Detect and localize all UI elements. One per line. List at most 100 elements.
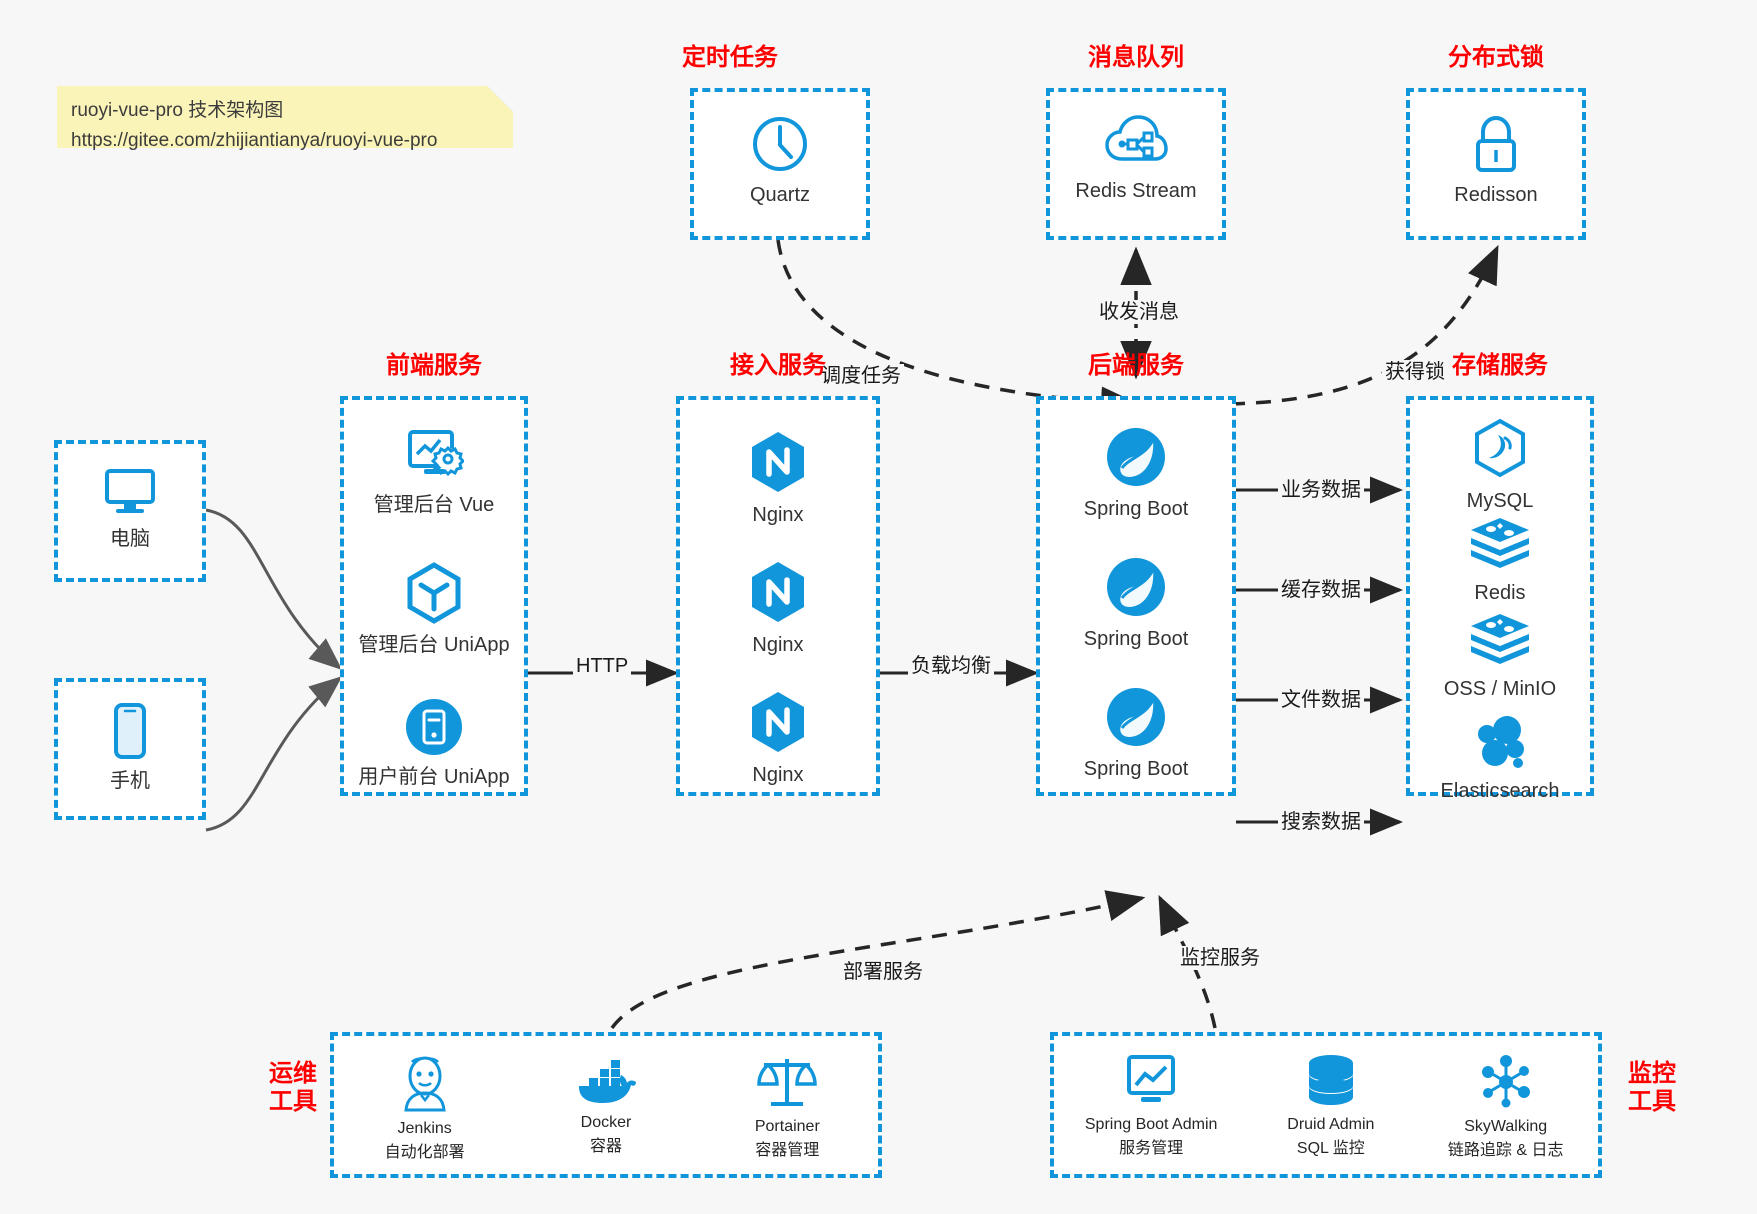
node-label: 管理后台 Vue: [373, 494, 495, 516]
node-label: 管理后台 UniApp: [358, 634, 510, 656]
scales-icon: [757, 1059, 818, 1106]
node-portainer: Portainer 容器管理: [702, 1054, 872, 1162]
node-label: Druid Admin: [1287, 1116, 1375, 1133]
node-admin-vue: 管理后台 Vue: [344, 428, 524, 518]
cloud-stream-icon: [1105, 115, 1168, 161]
group-box-devops: Jenkins 自动化部署 Docker 容器: [330, 1032, 882, 1178]
node-docker: Docker 容器: [521, 1054, 691, 1162]
group-box-lock: Redisson: [1406, 88, 1586, 240]
node-quartz: Quartz: [694, 114, 866, 208]
nginx-icon: [752, 692, 804, 752]
group-box-monitoring: Spring Boot Admin 服务管理 Druid Admin SQL 监…: [1050, 1032, 1602, 1178]
node-label: Redisson: [1454, 184, 1538, 206]
node-sublabel: 容器管理: [755, 1142, 820, 1159]
edge-label-business-data: 业务数据: [1278, 478, 1364, 502]
group-box-frontend: 管理后台 Vue 管理后台 UniApp 用户前台 UniApp: [340, 396, 528, 796]
edge-label-file-data: 文件数据: [1278, 688, 1364, 712]
node-desktop: 电脑: [58, 466, 202, 552]
group-box-scheduler: Quartz: [690, 88, 870, 240]
node-label: Spring Boot: [1083, 628, 1189, 650]
node-sublabel: 自动化部署: [384, 1144, 465, 1161]
node-label: Portainer: [754, 1118, 820, 1135]
node-nginx-1: Nginx: [680, 430, 876, 528]
node-label: Docker: [580, 1114, 632, 1131]
group-title-scheduler: 定时任务: [682, 44, 778, 71]
node-druid-admin: Druid Admin SQL 监控: [1248, 1054, 1413, 1160]
app-icon: [406, 699, 462, 755]
node-label: Elasticsearch: [1440, 780, 1560, 802]
node-nginx-3: Nginx: [680, 690, 876, 788]
edge-label-schedule: 调度任务: [818, 364, 904, 388]
node-label: SkyWalking: [1464, 1118, 1548, 1135]
node-label: MySQL: [1466, 490, 1534, 512]
node-redis-stream: Redis Stream: [1050, 114, 1222, 204]
node-user-uniapp: 用户前台 UniApp: [344, 698, 524, 790]
group-title-monitoring: 监控 工具: [1614, 1060, 1690, 1116]
group-box-backend: Spring Boot Spring Boot Spring Boot: [1036, 396, 1236, 796]
padlock-icon: [1476, 115, 1516, 172]
note-line-1: ruoyi-vue-pro 技术架构图: [71, 100, 284, 121]
group-title-mq: 消息队列: [1088, 44, 1184, 71]
node-skywalking: SkyWalking 链路追踪 & 日志: [1413, 1054, 1598, 1160]
node-spring-boot-admin: Spring Boot Admin 服务管理: [1054, 1054, 1248, 1160]
group-title-devops: 运维 工具: [255, 1060, 331, 1116]
group-title-backend: 后端服务: [1088, 352, 1184, 379]
node-mysql: MySQL: [1410, 418, 1590, 514]
node-jenkins: Jenkins 自动化部署: [340, 1054, 510, 1162]
node-admin-uniapp: 管理后台 UniApp: [344, 562, 524, 658]
node-elasticsearch: Elasticsearch: [1410, 712, 1590, 804]
node-sublabel: SQL 监控: [1296, 1140, 1365, 1157]
group-title-devops-line1: 运维: [269, 1060, 317, 1087]
node-label: Spring Boot: [1083, 758, 1189, 780]
oss-icon: [1471, 614, 1529, 664]
node-nginx-2: Nginx: [680, 560, 876, 658]
node-label: Nginx: [752, 504, 804, 526]
node-oss-minio: OSS / MinIO: [1410, 612, 1590, 702]
note-line-2: https://gitee.com/zhijiantianya/ruoyi-vu…: [71, 130, 438, 151]
redis-icon: [1471, 518, 1529, 568]
node-label: Jenkins: [397, 1120, 452, 1137]
node-sublabel: 服务管理: [1119, 1140, 1184, 1157]
group-title-lock: 分布式锁: [1448, 44, 1544, 71]
node-redis: Redis: [1410, 516, 1590, 606]
spring-icon: [1107, 688, 1165, 746]
node-label: OSS / MinIO: [1443, 678, 1557, 700]
node-label: Spring Boot: [1083, 498, 1189, 520]
edge-label-deploy: 部署服务: [840, 960, 926, 984]
spring-icon: [1107, 558, 1165, 616]
group-title-monitoring-line2: 工具: [1628, 1088, 1676, 1115]
node-springboot-3: Spring Boot: [1040, 686, 1232, 782]
group-box-gateway: Nginx Nginx Nginx: [676, 396, 880, 796]
node-mobile: 手机: [58, 702, 202, 794]
group-title-frontend: 前端服务: [386, 352, 482, 379]
group-box-storage: MySQL Redis OSS / MinIO: [1406, 396, 1594, 802]
group-title-storage: 存储服务: [1452, 352, 1548, 379]
jenkins-icon: [404, 1056, 446, 1112]
spring-icon: [1107, 428, 1165, 486]
mobile-icon: [114, 703, 146, 759]
mysql-icon: [1475, 418, 1525, 478]
node-springboot-1: Spring Boot: [1040, 426, 1232, 522]
desktop-icon: [105, 469, 155, 513]
group-title-gateway: 接入服务: [730, 352, 826, 379]
node-label: 电脑: [110, 528, 150, 550]
note-fold-shadow-icon: [487, 86, 513, 112]
group-box-client-mobile: 手机: [54, 678, 206, 820]
group-title-devops-line2: 工具: [269, 1088, 317, 1115]
elasticsearch-icon: [1478, 716, 1524, 768]
nginx-icon: [752, 432, 804, 492]
node-sublabel: 链路追踪 & 日志: [1447, 1142, 1564, 1159]
dashboard-icon: [408, 430, 464, 477]
node-label: Redis Stream: [1075, 180, 1197, 202]
node-label: Nginx: [752, 634, 804, 656]
node-label: Nginx: [752, 764, 804, 786]
docker-icon: [578, 1060, 636, 1103]
skywalking-icon: [1481, 1055, 1530, 1108]
node-label: 用户前台 UniApp: [358, 766, 510, 788]
node-label: Quartz: [749, 184, 811, 206]
edge-label-monitor: 监控服务: [1177, 946, 1263, 970]
edge-label-search-data: 搜索数据: [1278, 810, 1364, 834]
node-label: 手机: [110, 770, 150, 792]
edge-label-load-balance: 负载均衡: [908, 654, 994, 678]
cube-icon: [407, 562, 461, 624]
